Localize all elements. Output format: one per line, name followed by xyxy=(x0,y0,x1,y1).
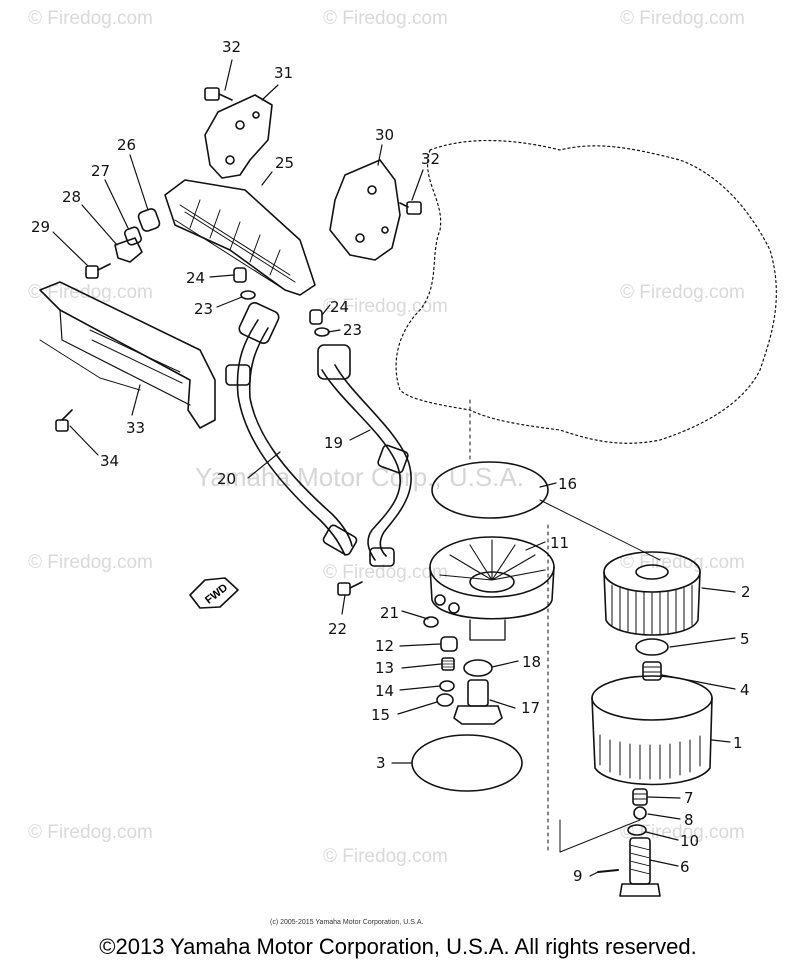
part-label: 27 xyxy=(91,162,110,180)
part-label: 10 xyxy=(680,832,699,850)
watermark-text: © Firedog.com xyxy=(323,846,448,867)
oil-pipe-19 xyxy=(317,344,412,567)
valve-14 xyxy=(439,680,455,692)
part-label: 25 xyxy=(275,154,294,172)
fwd-label: FWD xyxy=(203,582,230,607)
part-label: 13 xyxy=(375,659,394,677)
part-label: 19 xyxy=(324,434,343,452)
collar-27 xyxy=(124,226,142,246)
filter-housing-11 xyxy=(429,536,555,641)
watermark-text: © Firedog.com xyxy=(28,822,153,843)
cover-33 xyxy=(39,281,216,429)
part-label: 28 xyxy=(62,188,81,206)
part-label: 8 xyxy=(684,811,694,829)
part-labels: 32 31 30 32 25 26 27 28 29 24 23 24 23 3… xyxy=(31,38,751,885)
watermark-text: © Firedog.com xyxy=(323,296,448,317)
part-label: 24 xyxy=(186,269,205,287)
part-label: 32 xyxy=(421,150,440,168)
part-label: 15 xyxy=(371,706,390,724)
plug-24 xyxy=(309,309,323,325)
watermark-text: © Firedog.com xyxy=(620,822,745,843)
part-label: 24 xyxy=(330,298,349,316)
o-ring-23 xyxy=(314,327,330,337)
gasket-16 xyxy=(431,461,549,519)
gasket-3 xyxy=(411,734,523,792)
part-label: 21 xyxy=(380,604,399,622)
part-label: 18 xyxy=(522,653,541,671)
part-label: 23 xyxy=(343,321,362,339)
part-label: 4 xyxy=(740,681,750,699)
watermark-text: © Firedog.com xyxy=(323,8,448,29)
washer-18 xyxy=(463,659,493,677)
clamp-28 xyxy=(114,237,143,263)
part-label: 12 xyxy=(375,637,394,655)
part-label: 1 xyxy=(733,734,743,752)
watermark-text: © Firedog.com xyxy=(28,552,153,573)
part-label: 30 xyxy=(375,126,394,144)
part-label: 6 xyxy=(680,858,690,876)
bolt-32 xyxy=(204,87,233,101)
watermark-text: © Firedog.com xyxy=(323,562,448,583)
part-label: 7 xyxy=(684,789,694,807)
o-ring-10 xyxy=(627,824,647,836)
part-label: 14 xyxy=(375,682,394,700)
part-label: 20 xyxy=(217,470,236,488)
engine-outline xyxy=(395,139,777,444)
small-copyright: (c) 2005-2015 Yamaha Motor Corporation, … xyxy=(270,919,424,926)
watermark-text: © Firedog.com xyxy=(620,282,745,303)
part-label: 16 xyxy=(558,475,577,493)
part-label: 33 xyxy=(126,419,145,437)
copyright-footer: ©2013 Yamaha Motor Corporation, U.S.A. A… xyxy=(99,934,697,959)
clip-15 xyxy=(436,693,454,707)
part-label: 23 xyxy=(194,300,213,318)
spring-7 xyxy=(632,788,648,806)
oil-pipe-20 xyxy=(225,302,358,556)
part-label: 9 xyxy=(573,867,583,885)
bolt-6 xyxy=(619,837,661,897)
fwd-arrow xyxy=(189,577,239,609)
watermark-text: © Firedog.com xyxy=(28,282,153,303)
part-label: 17 xyxy=(521,699,540,717)
washer-5 xyxy=(635,638,669,656)
part-label: 34 xyxy=(100,452,119,470)
o-ring-23 xyxy=(240,290,256,300)
spring-4 xyxy=(642,661,662,681)
part-label: 29 xyxy=(31,218,50,236)
filter-element-2 xyxy=(603,551,701,636)
ball-8 xyxy=(633,806,647,820)
part-label: 32 xyxy=(222,38,241,56)
part-label: 26 xyxy=(117,136,136,154)
bracket-31 xyxy=(204,94,273,179)
part-label: 31 xyxy=(274,64,293,82)
bolt-32 xyxy=(399,201,422,215)
plug-24 xyxy=(233,267,247,283)
union-bolt-17 xyxy=(453,679,503,725)
watermark-text: © Firedog.com xyxy=(28,8,153,29)
part-label: 2 xyxy=(741,583,751,601)
filter-case-1 xyxy=(591,675,713,786)
bolt-29 xyxy=(85,263,111,279)
watermark-text: © Firedog.com xyxy=(620,552,745,573)
part-label: 3 xyxy=(376,754,386,772)
part-label: 22 xyxy=(328,620,347,638)
part-label: 5 xyxy=(740,630,750,648)
plug-12 xyxy=(440,636,458,652)
part-label: 11 xyxy=(550,534,569,552)
screw-34 xyxy=(55,409,73,432)
o-ring-21 xyxy=(423,616,439,628)
watermark-text: © Firedog.com xyxy=(620,8,745,29)
oil-cooler-25 xyxy=(164,179,316,296)
bracket-30 xyxy=(329,159,401,261)
damper-26 xyxy=(137,208,161,232)
bolt-22 xyxy=(337,581,363,596)
pin-9 xyxy=(597,869,619,873)
